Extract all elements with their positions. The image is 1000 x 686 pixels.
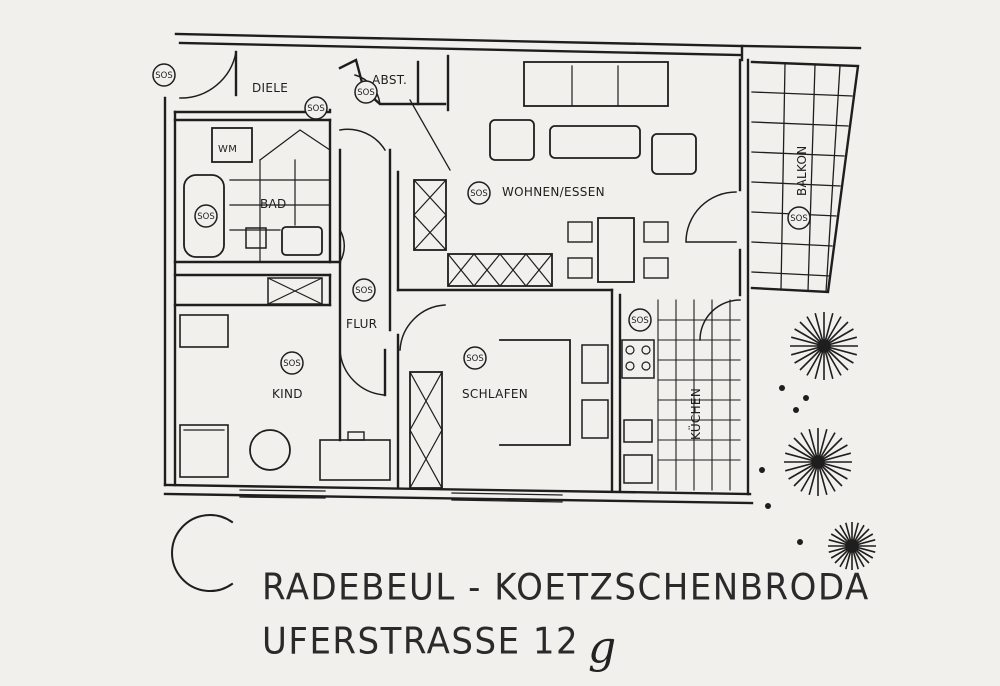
sos-tag-circle [463,346,487,370]
kitchen [610,288,741,492]
tree-symbols [784,312,876,570]
sos-tag-label: SOS [355,286,372,296]
sos-tag-circle [787,206,811,230]
room-label-wm: WM [218,144,237,155]
bathroom [173,118,346,264]
kids-room [173,273,391,499]
room-label-diele: DIELE [252,81,288,95]
balcony [750,60,860,294]
address-line-1: RADEBEUL - KOETZSCHENBRODA [262,566,870,610]
sos-tag-circle [354,80,378,104]
sos-tag-label: SOS [155,71,172,81]
tree-icon [828,522,876,570]
tree-icon [784,428,852,496]
sos-tag-circle [467,181,491,205]
outer-walls [163,32,862,505]
living-room [396,61,737,292]
room-label-kuechen: KÜCHEN [687,388,703,440]
sos-tag-label: SOS [197,212,214,222]
sos-tag-label: SOS [357,88,374,98]
sos-tag-circle [352,278,376,302]
sos-tag-label: SOS [631,316,648,326]
bedroom [396,304,609,503]
tree-icon [790,312,858,380]
room-label-flur: FLUR [346,317,377,331]
hallway [338,128,392,442]
sos-tag-circle [280,351,304,375]
sos-tag-circle [628,308,652,332]
room-label-schlafen: SCHLAFEN [462,387,528,401]
room-label-abst: ABST. [372,73,407,87]
sos-tag-label: SOS [283,359,300,369]
sos-tag-label: SOS [466,354,483,364]
room-label-kind: KIND [272,387,303,401]
stair-arc [171,514,234,592]
sos-tag-label: SOS [470,189,487,199]
room-label-balkon: BALKON [795,145,809,196]
sos-tag-circle [194,204,218,228]
sos-tag-circle [304,96,328,120]
room-label-bad: BAD [260,197,287,211]
sos-tag-circle [152,63,176,87]
sos-tag-label: SOS [790,214,807,224]
sos-tags: SOS SOS SOS SOS SOS SOS SOS SOS SOS SOS [152,63,811,375]
address-line-2: UFERSTRASSE 12 [262,620,580,664]
handwritten-suffix: g [588,622,617,673]
shrub-dots [759,385,809,545]
sos-tag-label: SOS [307,104,324,114]
room-label-wohnen: WOHNEN/ESSEN [502,185,605,199]
